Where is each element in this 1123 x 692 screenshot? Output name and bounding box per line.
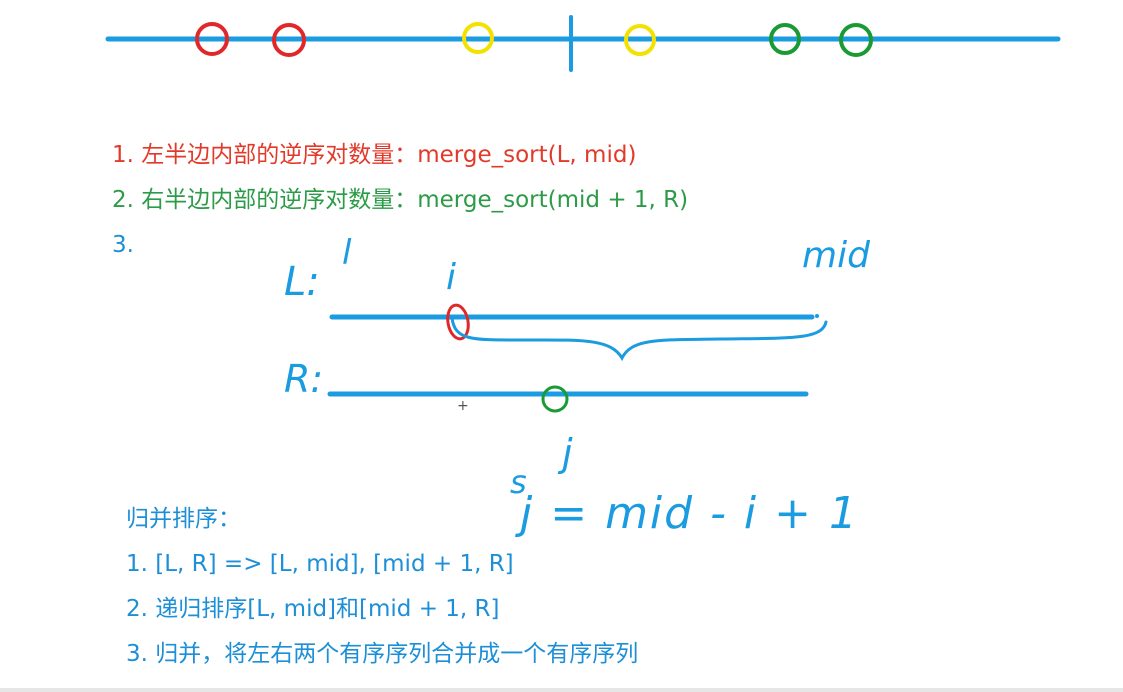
merge-sort-step-1: 1. [L, R] => [L, mid], [mid + 1, R]	[126, 551, 514, 577]
hand-formula-s: s	[510, 463, 527, 501]
hand-label-R: R:	[284, 357, 324, 401]
pointer-i-red-circle	[446, 303, 470, 341]
note-left-half-inversions: 1. 左半边内部的逆序对数量：merge_sort(L, mid)	[112, 142, 637, 168]
left-red-circle-2	[272, 23, 306, 57]
right-green-circle-1	[769, 23, 801, 55]
merge-sort-heading: 归并排序：	[126, 506, 241, 532]
range-brace	[450, 316, 828, 362]
merge-sort-step-2: 2. 递归排序[L, mid]和[mid + 1, R]	[126, 596, 500, 622]
hand-label-L: L:	[284, 259, 320, 305]
left-yellow-circle	[462, 22, 494, 54]
merge-sort-step-3: 3. 归并，将左右两个有序序列合并成一个有序序列	[126, 641, 639, 667]
hand-label-mid: mid	[802, 235, 870, 276]
mid-end-dot	[815, 314, 819, 318]
left-red-circle-1	[195, 22, 229, 56]
bottom-edge-rule	[0, 688, 1123, 692]
pointer-j-green-circle	[541, 385, 569, 413]
cursor-mark: +	[457, 398, 469, 414]
note-right-half-inversions: 2. 右半边内部的逆序对数量：merge_sort(mid + 1, R)	[112, 187, 689, 213]
hand-label-l: l	[342, 233, 352, 273]
right-green-circle-2	[839, 23, 873, 57]
hand-formula: j = mid - i + 1	[520, 488, 859, 539]
hand-label-j: j	[562, 431, 573, 475]
right-yellow-circle	[624, 24, 656, 56]
note-cross-inversions: 3.	[112, 232, 134, 258]
hand-label-i: i	[446, 257, 457, 298]
